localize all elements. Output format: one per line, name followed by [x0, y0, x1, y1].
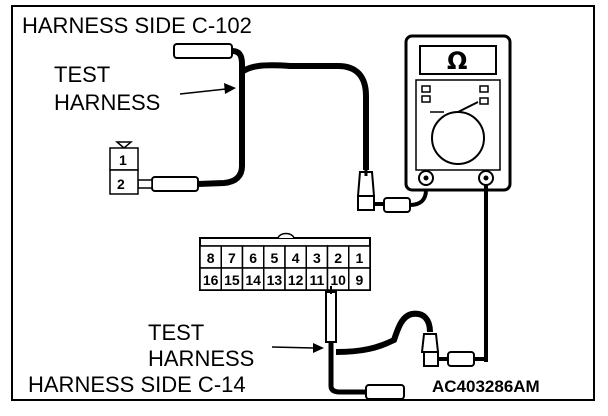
test-harness-top-line1: TEST — [54, 62, 110, 87]
connector-pin-top-label-2: 6 — [249, 250, 257, 266]
multimeter: Ω — [404, 34, 512, 192]
frame-border — [11, 5, 595, 401]
connector-bottom-row: 16 15 14 13 12 11 10 9 — [199, 267, 371, 291]
connector-pin-bottom-label-2: 14 — [245, 272, 261, 288]
meter-to-bottom-probe-wire — [447, 185, 488, 367]
small-connector-pin-2: 2 — [117, 176, 125, 192]
test-harness-bottom-arrow — [271, 343, 324, 353]
test-harness-top-arrow — [179, 83, 236, 95]
small-connector-pin-1: 1 — [119, 152, 127, 168]
connector-pin-bottom-label-7: 9 — [355, 272, 363, 288]
connector-pin-bottom-label-3: 13 — [267, 272, 283, 288]
ohm-symbol: Ω — [447, 47, 467, 75]
test-harness-bottom-line1: TEST — [148, 320, 204, 345]
connector-pin-bottom-cell-7 — [348, 267, 371, 291]
bottom-test-harness-wire — [325, 286, 448, 400]
test-harness-bottom-line2: HARNESS — [148, 346, 254, 371]
connector-pin-bottom-label-6: 10 — [330, 272, 346, 288]
connector-pin-top-label-1: 7 — [228, 250, 236, 266]
connector-pin-bottom-label-5: 11 — [309, 272, 324, 288]
connector-pin-bottom-label-0: 16 — [203, 272, 219, 288]
connector-pin-top-label-6: 2 — [334, 250, 342, 266]
rotary-dial — [431, 111, 485, 165]
top-test-harness-wire — [137, 43, 369, 192]
test-harness-top-line2: HARNESS — [54, 90, 160, 115]
small-connector: 1 2 — [109, 141, 139, 195]
bottom-title: HARNESS SIDE C-14 — [28, 372, 246, 397]
connector-pin-top-label-4: 4 — [292, 250, 300, 266]
connector-pin-top-label-7: 1 — [355, 250, 363, 266]
figure-code: AC403286AM — [432, 377, 540, 396]
connector-pin-top-label-5: 3 — [313, 250, 321, 266]
connector-pin-bottom-label-4: 12 — [288, 272, 304, 288]
top-title: HARNESS SIDE C-102 — [22, 13, 252, 38]
connector-pin-top-label-0: 8 — [207, 250, 215, 266]
connector-pin-top-label-3: 5 — [270, 250, 278, 266]
connector-pin-bottom-label-1: 15 — [224, 272, 240, 288]
